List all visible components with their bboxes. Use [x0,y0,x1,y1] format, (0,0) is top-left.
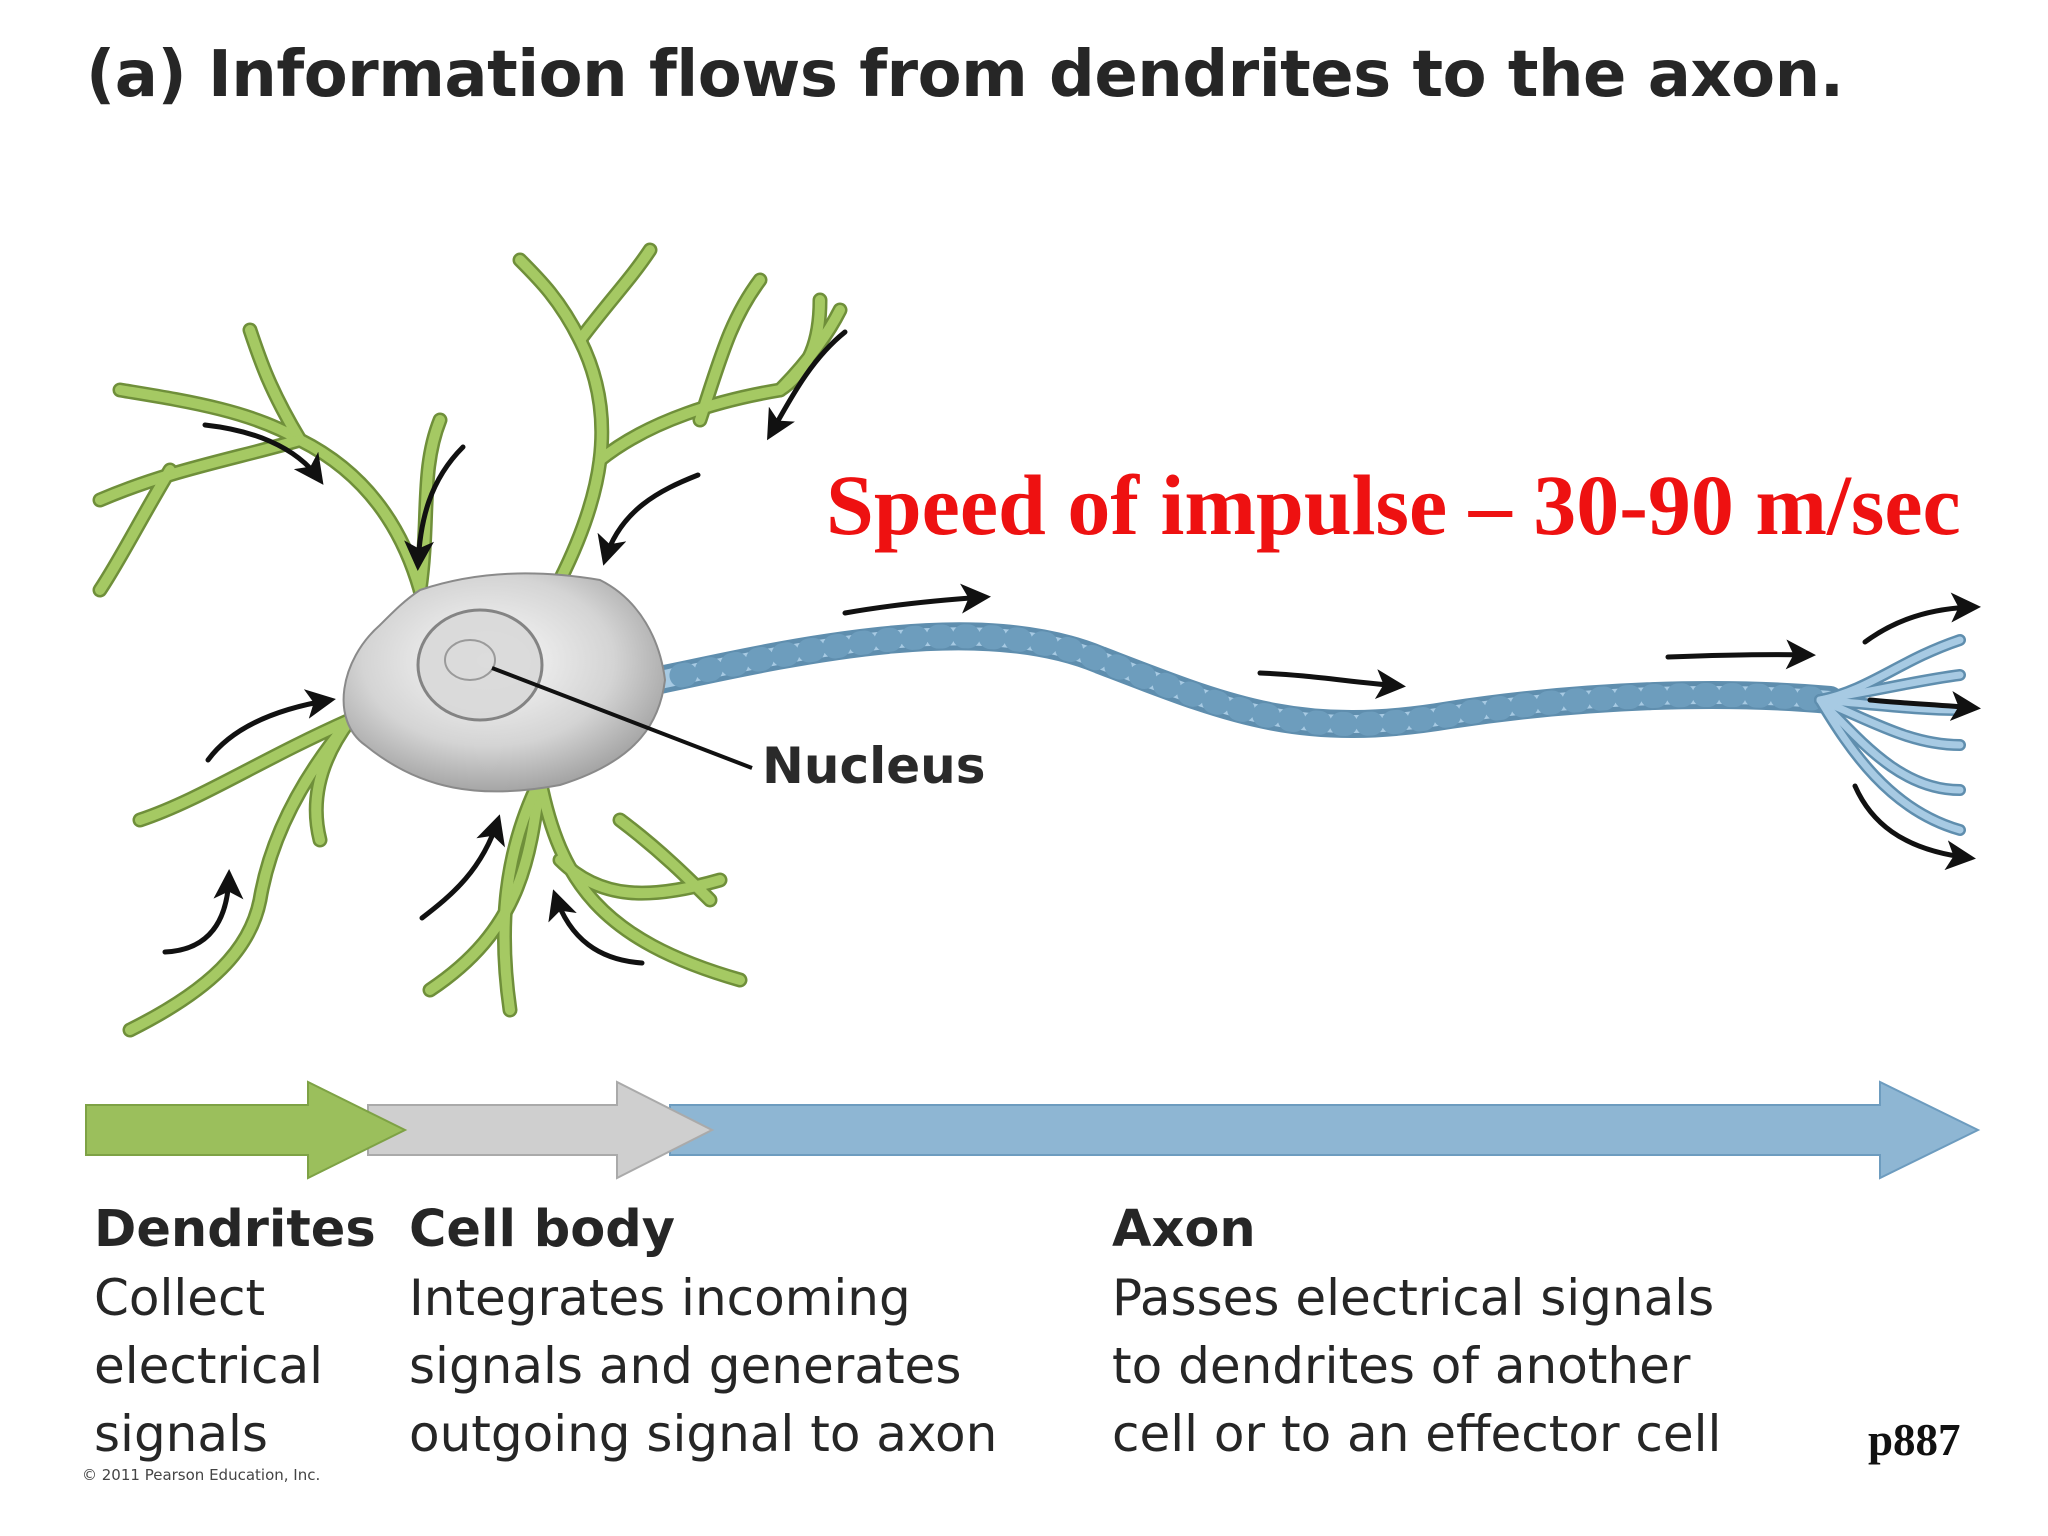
cell-body-region-arrow [367,1080,715,1180]
dendrites-description: Dendrites Collect electrical signals [94,1196,376,1468]
page-reference: p887 [1868,1415,1961,1465]
dendrites-line: electrical [94,1337,323,1395]
axon-line: cell or to an effector cell [1112,1405,1722,1463]
axon-fiber [646,622,1844,738]
dendrites-heading: Dendrites [94,1200,376,1259]
nucleus [416,608,544,722]
dendrite-tree [92,242,848,1038]
signal-flow-arrows [162,329,1981,966]
axon-terminals [1814,634,1966,836]
axon-region-arrow [669,1080,1981,1180]
cell-body-line: signals and generates [409,1337,962,1395]
cell-body [342,572,667,793]
cell-body-heading: Cell body [409,1200,676,1259]
axon-heading: Axon [1112,1200,1256,1259]
cell-body-description: Cell body Integrates incoming signals an… [409,1196,997,1468]
cell-body-line: outgoing signal to axon [409,1405,998,1463]
dendrites-line: signals [94,1405,268,1463]
figure-title: (a) Information flows from dendrites to … [86,38,1844,112]
cell-body-line: Integrates incoming [409,1269,911,1327]
impulse-speed-annotation: Speed of impulse – 30-90 m/sec [826,457,1961,553]
nucleus-label: Nucleus [762,737,986,795]
copyright-notice: © 2011 Pearson Education, Inc. [82,1466,321,1484]
axon-line: Passes electrical signals [1112,1269,1715,1327]
region-flow-bar [85,1080,1981,1180]
axon-description: Axon Passes electrical signals to dendri… [1112,1196,1721,1468]
axon-line: to dendrites of another [1112,1337,1691,1395]
dendrites-region-arrow [85,1080,408,1180]
dendrites-line: Collect [94,1269,266,1327]
nucleus-leader-line [491,666,753,770]
